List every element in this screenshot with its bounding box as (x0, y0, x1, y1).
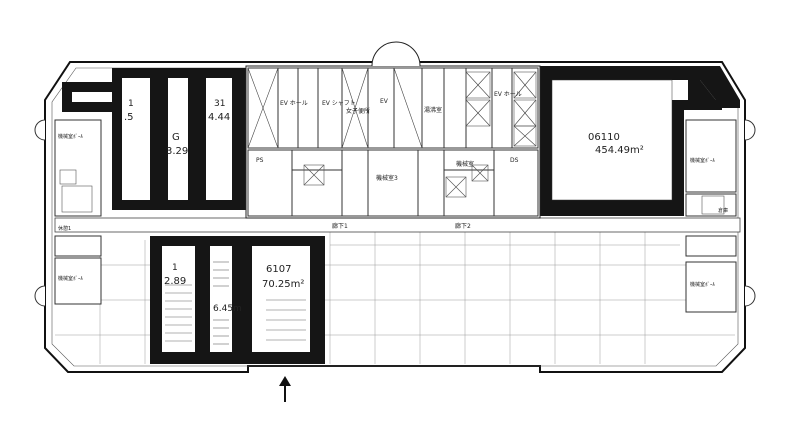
ev-hall-left-label: EV ホール (280, 100, 308, 107)
left-mid-side-label: 休憩1 (58, 225, 71, 232)
corridor-1-label: 廊下1 (332, 222, 348, 230)
kitchen-label: 湯沸室 (424, 106, 442, 114)
right-mid-side-label: 倉庫 (718, 207, 728, 214)
unit-top-left-2-area: 3.29 (166, 146, 188, 157)
unit-block-top-right: 06110 454.49m² (540, 66, 740, 216)
unit-bottom-left-2-area: 6.45m (213, 304, 242, 314)
right-bottom-side-label: 機械室ﾎﾞｰﾙ (690, 281, 716, 288)
unit-top-left-3-area: 4.44 (208, 112, 230, 123)
unit-top-right-area: 454.49m² (595, 145, 644, 156)
left-top-side-label: 機械室ﾎﾞｰﾙ (58, 133, 84, 140)
unit-top-right-code: 06110 (588, 132, 620, 143)
unit-top-left-1-area: .5 (124, 112, 134, 123)
unit-top-left-3-code: 31 (214, 99, 225, 109)
ps-label: PS (256, 157, 264, 164)
ev-center-label: EV (380, 98, 389, 105)
corridor-2-label: 廊下2 (455, 222, 471, 230)
unit-bottom-left-3-area: 70.25m² (262, 279, 304, 290)
unit-bottom-left-1-area: 2.89 (164, 276, 186, 287)
left-bottom-side-label: 機械室ﾎﾞｰﾙ (58, 275, 84, 282)
womens-restroom-label: 女子便所 (346, 107, 370, 115)
unit-block-top-left: .5 1 G 3.29 31 4.44 (62, 68, 246, 210)
unit-bottom-left-1-code: 1 (172, 263, 178, 273)
building-core: EV ホール EV シャフト EV 女子便所 EV ホール 湯沸室 機械室3 機… (245, 41, 541, 219)
ev-shaft-label: EV シャフト (322, 100, 356, 107)
entrance-arrow-icon (279, 376, 291, 402)
left-side-rooms: 機械室ﾎﾞｰﾙ 休憩1 機械室ﾎﾞｰﾙ (34, 119, 102, 307)
corridor: 廊下1 廊下2 (54, 217, 741, 233)
unit-top-left-1-code: 1 (128, 99, 134, 109)
right-top-side-label: 機械室ﾎﾞｰﾙ (690, 157, 716, 164)
unit-block-bottom-left: 1 2.89 6.45m 6107 70.25m² (150, 236, 325, 364)
ds-label: DS (510, 157, 519, 164)
machine-room-2-label: 機械室 (456, 160, 474, 168)
machine-room-1-label: 機械室3 (376, 174, 398, 182)
right-side-rooms: 機械室ﾎﾞｰﾙ 倉庫 機械室ﾎﾞｰﾙ (685, 119, 756, 313)
ev-hall-right-label: EV ホール (494, 91, 522, 98)
unit-top-left-2-code: G (172, 132, 180, 143)
unit-bottom-left-3-code: 6107 (266, 264, 291, 275)
